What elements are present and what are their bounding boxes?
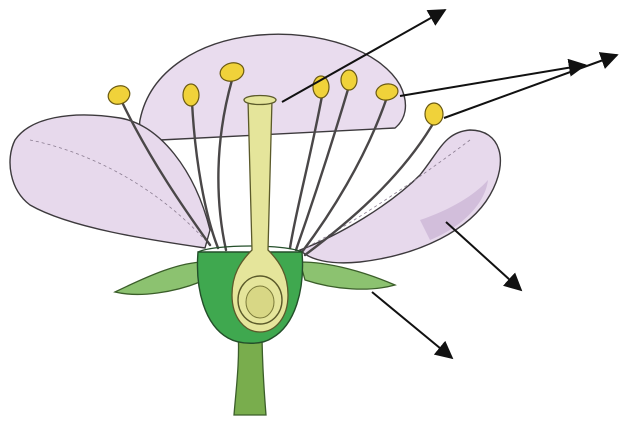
- right-sepal: [300, 262, 395, 289]
- left-sepal: [115, 262, 205, 294]
- receptacle-rim: [198, 246, 302, 252]
- arrow-sepal: [372, 292, 452, 358]
- arrow-anther-upper: [400, 65, 585, 96]
- arrow-anther-lower: [444, 55, 617, 118]
- stigma: [244, 96, 276, 105]
- back-petal: [140, 34, 406, 140]
- ovule: [246, 286, 274, 318]
- arrow-petal: [446, 222, 521, 290]
